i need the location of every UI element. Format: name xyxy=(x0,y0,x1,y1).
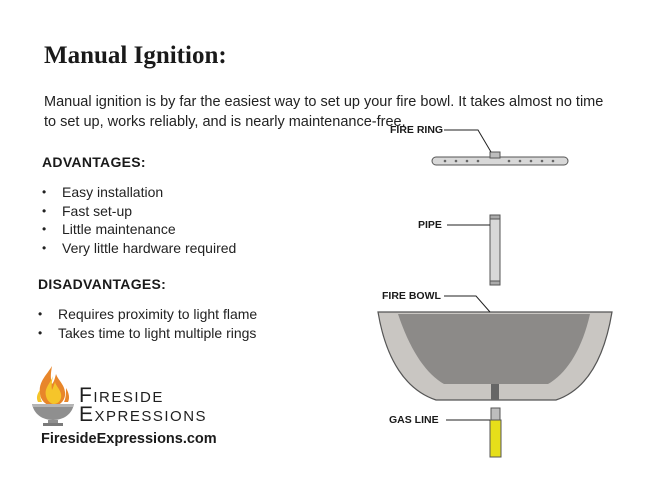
page-title: Manual Ignition: xyxy=(44,42,227,69)
brand-name-line1: Fireside xyxy=(79,384,164,407)
list-item: Requires proximity to light flame xyxy=(38,305,257,324)
website-link[interactable]: FiresideExpressions.com xyxy=(41,431,217,447)
list-item: Little maintenance xyxy=(42,220,236,239)
fire-bowl xyxy=(377,311,613,401)
list-item: Very little hardware required xyxy=(42,239,236,258)
disadvantages-list: Requires proximity to light flame Takes … xyxy=(38,305,257,343)
advantages-heading: ADVANTAGES: xyxy=(42,154,146,170)
advantages-list: Easy installation Fast set-up Little mai… xyxy=(42,183,236,257)
gas-line xyxy=(489,407,502,458)
gas-line-label: GAS LINE xyxy=(389,414,439,426)
list-item: Fast set-up xyxy=(42,202,236,221)
brand-name-line2: Expressions xyxy=(79,403,208,426)
pipe xyxy=(489,214,501,286)
flame-bowl-icon xyxy=(32,366,74,426)
fire-ring-label: FIRE RING xyxy=(390,124,444,136)
fire-ring xyxy=(431,151,569,166)
fire-bowl-label: FIRE BOWL xyxy=(382,290,441,302)
pipe-label: PIPE xyxy=(418,219,442,231)
disadvantages-heading: DISADVANTAGES: xyxy=(38,276,167,292)
list-item: Takes time to light multiple rings xyxy=(38,324,257,343)
intro-paragraph: Manual ignition is by far the easiest wa… xyxy=(44,94,604,130)
list-item: Easy installation xyxy=(42,183,236,202)
